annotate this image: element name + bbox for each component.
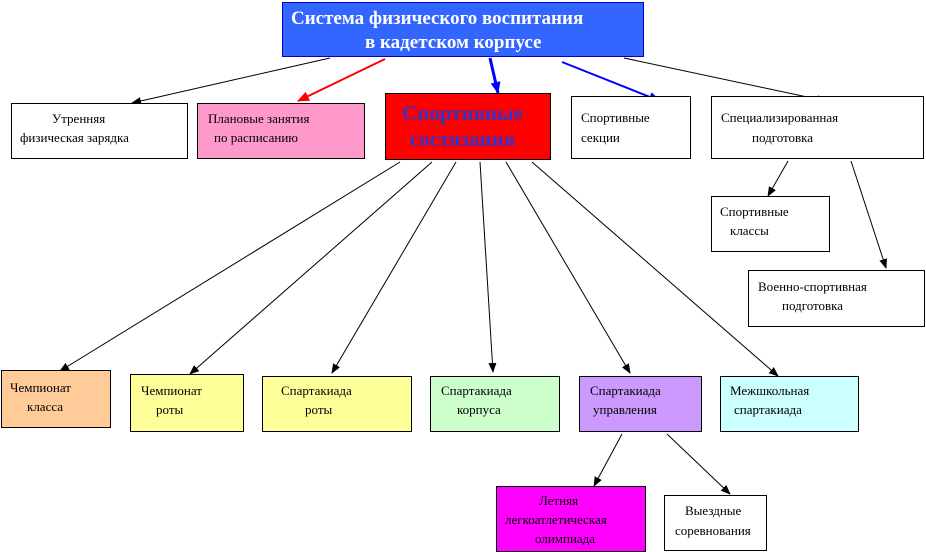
arrow-root-morning xyxy=(131,57,331,105)
competition-line1: Спартакиада xyxy=(441,383,512,398)
morning-line1: Утренняя xyxy=(52,111,106,126)
classes-line2: классы xyxy=(730,223,769,238)
competition-line1: Чемпионат xyxy=(141,383,202,398)
competition-node: Чемпионат класса xyxy=(1,370,111,428)
competition-node: Чемпионат роты xyxy=(130,374,244,432)
sport-line2: состязания xyxy=(410,127,516,151)
morning-exercise-node: Утренняя физическая зарядка xyxy=(11,103,188,159)
special-line1: Специализированная xyxy=(721,110,839,125)
away-line2: соревнования xyxy=(675,523,751,538)
competition-line1: Межшкольная xyxy=(730,383,810,398)
competition-line2: класса xyxy=(27,399,64,414)
arrow-special-classes xyxy=(767,160,789,197)
arrow-sport-c6 xyxy=(531,161,779,377)
military-line1: Военно-спортивная xyxy=(758,279,867,294)
planned-line1: Плановые занятия xyxy=(208,111,310,126)
arrow-root-special xyxy=(623,57,827,104)
arrow-sport-c5 xyxy=(505,161,631,374)
arrow-root-planned xyxy=(297,58,386,102)
arrow-management-olympiad xyxy=(593,433,623,487)
competition-line2: корпуса xyxy=(457,402,501,417)
away-competitions-node: Выездные соревнования xyxy=(664,495,767,551)
root-line2: в кадетском корпусе xyxy=(365,32,542,53)
arrow-sport-c4 xyxy=(479,161,497,373)
athletics-olympiad-node: Летняя легкоатлетическая олимпиада xyxy=(496,486,646,552)
sport-classes-node: Спортивные классы xyxy=(711,196,830,252)
arrow-root-sport xyxy=(488,57,501,94)
olympiad-line1: Летняя xyxy=(539,493,579,508)
military-line2: подготовка xyxy=(782,298,844,313)
specialized-training-node: Специализированная подготовка xyxy=(711,96,924,159)
competition-line2: роты xyxy=(305,402,333,417)
competition-line2: спартакиада xyxy=(734,402,802,417)
root-line1: Система физического воспитания xyxy=(291,8,584,29)
competition-node: Спартакиада управления xyxy=(579,376,702,432)
classes-line1: Спортивные xyxy=(720,204,789,219)
root-node: Система физического воспитания в кадетск… xyxy=(282,2,644,57)
away-line1: Выездные xyxy=(685,503,742,518)
competition-line2: роты xyxy=(156,402,184,417)
arrow-management-away xyxy=(666,433,731,495)
special-line2: подготовка xyxy=(752,130,814,145)
planned-classes-node: Плановые занятия по расписанию xyxy=(197,103,365,159)
olympiad-line3: олимпиада xyxy=(535,531,596,546)
morning-line2: физическая зарядка xyxy=(20,130,129,145)
competition-node: Спартакиада роты xyxy=(262,376,412,432)
competition-node: Спартакиада корпуса xyxy=(430,376,560,432)
competition-line2: управления xyxy=(593,402,657,417)
sections-line1: Спортивные xyxy=(581,110,650,125)
military-sport-training-node: Военно-спортивная подготовка xyxy=(748,270,925,327)
arrow-sport-c1 xyxy=(59,161,401,372)
arrow-root-sections xyxy=(561,61,661,102)
sport-line1: Спортивные xyxy=(402,101,523,125)
sections-line2: секции xyxy=(581,130,620,145)
competition-node: Межшкольная спартакиада xyxy=(720,376,859,432)
competition-line1: Спартакиада xyxy=(590,383,661,398)
olympiad-line2: легкоатлетическая xyxy=(505,512,607,527)
arrow-sport-c2 xyxy=(189,161,433,375)
competition-line1: Спартакиада xyxy=(281,383,352,398)
competition-line1: Чемпионат xyxy=(10,380,71,395)
sport-sections-node: Спортивные секции xyxy=(571,96,691,159)
arrow-sport-c3 xyxy=(331,161,457,374)
planned-line2: по расписанию xyxy=(214,130,298,145)
arrow-special-military xyxy=(850,160,888,269)
sport-competitions-node: Спортивные состязания xyxy=(385,93,551,160)
